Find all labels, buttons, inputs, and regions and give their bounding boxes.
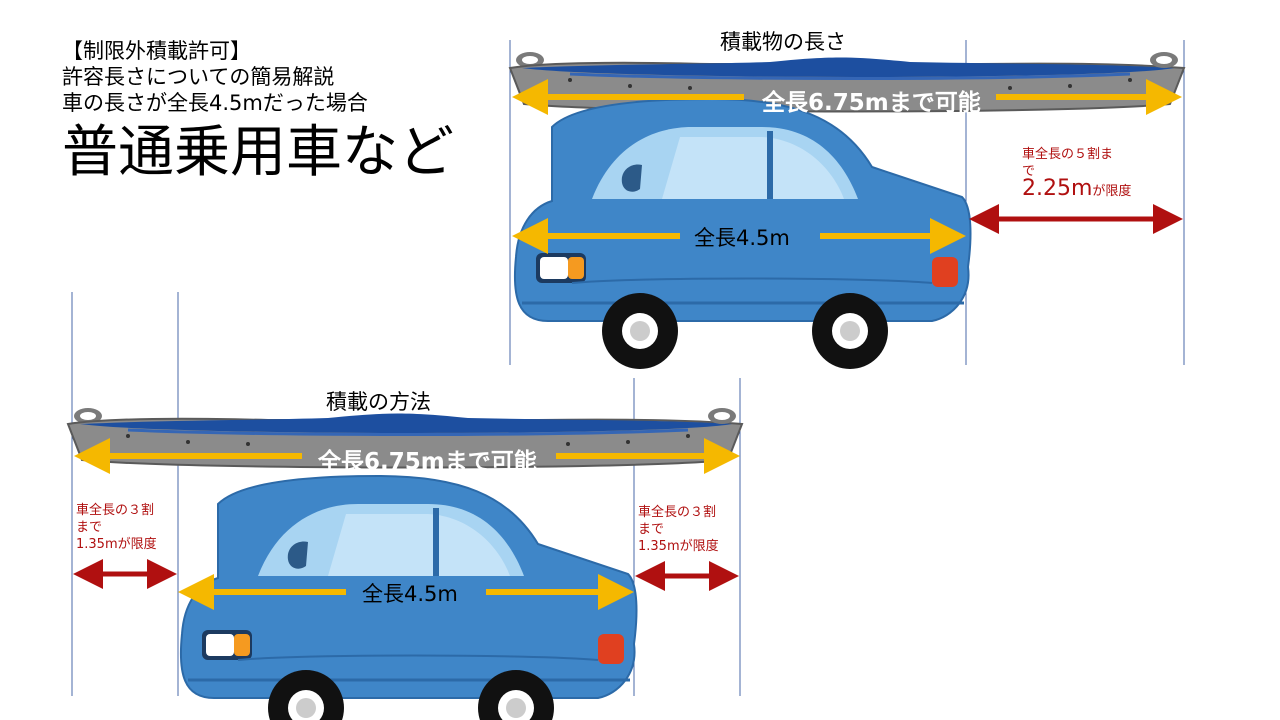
top-overhang-value-row: 2.25mが限度	[1022, 178, 1132, 200]
front-overhang-note: 車全長の３割 まで 1.35mが限度	[76, 502, 157, 553]
top-caption: 積載物の長さ	[720, 30, 846, 54]
title-line-1: 【制限外積載許可】	[62, 39, 251, 63]
rear-note-line1: 車全長の３割	[638, 505, 717, 520]
top-overhang-note-line1: 車全長の５割ま	[1022, 147, 1114, 162]
rear-overhang-note: 車全長の３割 まで 1.35mが限度	[638, 504, 719, 555]
bottom-caption: 積載の方法	[326, 390, 431, 414]
title-big: 普通乗用車など	[62, 120, 454, 185]
bottom-car-length-label: 全長4.5m	[362, 582, 458, 606]
title-line-2: 許容長さについての簡易解説	[62, 65, 335, 89]
top-overhang-note: 車全長の５割ま で 2.25mが限度	[1022, 146, 1131, 200]
title-block: 【制限外積載許可】 許容長さについての簡易解説 車の長さが全長4.5mだった場合…	[62, 38, 454, 188]
top-car-length-label: 全長4.5m	[694, 226, 790, 250]
front-note-line2: まで	[76, 520, 103, 535]
top-diagram	[508, 40, 1186, 371]
top-overhang-value: 2.25m	[1022, 176, 1093, 201]
rear-note-line2: まで	[638, 522, 665, 537]
rear-note-value: 1.35mが限度	[638, 539, 719, 554]
title-line-3: 車の長さが全長4.5mだった場合	[62, 91, 368, 115]
front-note-value: 1.35mが限度	[76, 537, 157, 552]
front-note-line1: 車全長の３割	[76, 503, 155, 518]
bottom-kayak-length-label: 全長6.75mまで可能	[318, 449, 537, 475]
bottom-diagram	[66, 292, 744, 720]
top-overhang-suffix: が限度	[1092, 184, 1132, 199]
top-overhang-note-line2: で	[1022, 164, 1036, 179]
top-kayak-length-label: 全長6.75mまで可能	[762, 90, 981, 116]
